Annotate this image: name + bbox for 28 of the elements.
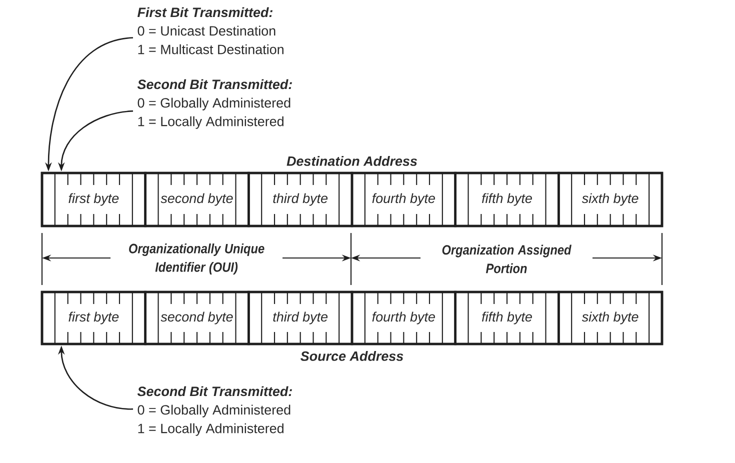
- dimension-label: Organization Assigned Portion: [442, 244, 572, 274]
- note-heading: Second Bit Transmitted:: [137, 79, 292, 90]
- byte-box: sixth byte: [558, 290, 664, 346]
- byte-box: sixth byte: [558, 172, 664, 228]
- byte-box: fifth byte: [454, 290, 560, 346]
- byte-box: first byte: [40, 172, 146, 228]
- note-text: 1 = Locally Administered: [138, 116, 284, 129]
- byte-box: fifth byte: [454, 172, 560, 228]
- bit-cell: [42, 172, 56, 227]
- note-heading: Second Bit Transmitted:: [137, 386, 292, 396]
- note-text: 0 = Globally Administered: [138, 98, 290, 110]
- dimension-label: Organizationally Unique Identifier (OUI): [129, 243, 264, 275]
- bit-cell: [54, 172, 68, 227]
- byte-box: second byte: [144, 290, 250, 346]
- byte-box: fourth byte: [350, 172, 456, 228]
- byte-box: second byte: [144, 172, 250, 228]
- note-text: 1 = Locally Administered: [138, 423, 284, 436]
- note-text: 0 = Globally Administered: [138, 404, 290, 418]
- note-text: 0 = Unicast Destination: [138, 26, 276, 36]
- bar-title: Source Address: [300, 351, 404, 361]
- note-heading: First Bit Transmitted:: [138, 7, 273, 18]
- byte-box: third byte: [248, 172, 354, 228]
- bit-cell: [54, 291, 68, 345]
- note-text: 1 = Multicast Destination: [138, 44, 284, 54]
- byte-box: first byte: [40, 290, 146, 346]
- byte-box: fourth byte: [350, 290, 456, 346]
- byte-box: third byte: [248, 290, 354, 346]
- bar-title: Destination Address: [286, 156, 417, 166]
